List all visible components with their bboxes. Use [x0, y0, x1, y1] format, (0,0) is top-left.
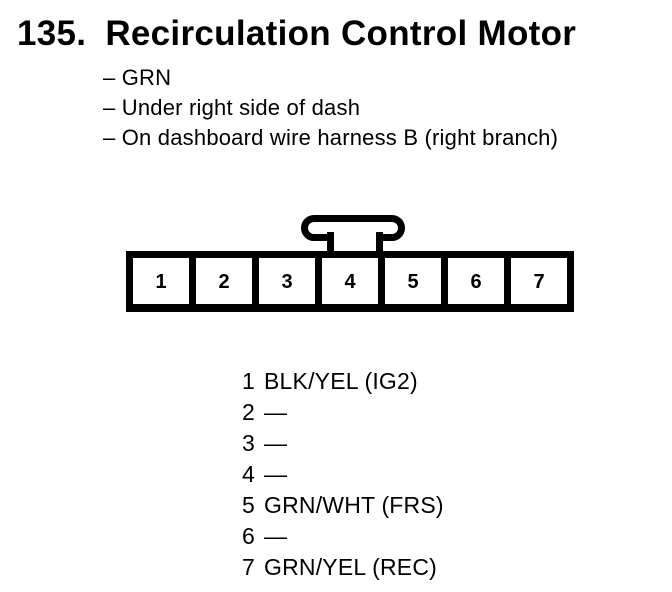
pin-cell-number: 5	[407, 270, 419, 293]
pin-row: 6 —	[242, 521, 444, 552]
pin-row: 7 GRN/YEL (REC)	[242, 552, 444, 583]
pin-wire-label: GRN/YEL (REC)	[264, 554, 437, 580]
pin-row: 5 GRN/WHT (FRS)	[242, 490, 444, 521]
pin-cell: 4	[322, 258, 378, 304]
pin-wire-label: —	[264, 523, 288, 549]
heading-number: 135.	[17, 14, 87, 53]
connector-tab-stem	[327, 232, 383, 253]
heading-title: Recirculation Control Motor	[105, 14, 577, 53]
pin-number: 7	[242, 554, 255, 580]
pin-cell: 6	[448, 258, 504, 304]
pin-wire-label: —	[264, 461, 288, 487]
pin-cell: 2	[196, 258, 252, 304]
pin-cell-number: 2	[218, 270, 230, 293]
pin-row: 3 —	[242, 428, 444, 459]
pin-number: 2	[242, 399, 255, 425]
pin-cell: 3	[259, 258, 315, 304]
pin-number: 6	[242, 523, 255, 549]
pin-wire-label: BLK/YEL (IG2)	[264, 368, 418, 394]
pin-row: 4 —	[242, 459, 444, 490]
pin-list: 1 BLK/YEL (IG2) 2 — 3 — 4 — 5 GRN/WHT (F…	[242, 366, 444, 583]
pin-wire-label: —	[264, 430, 288, 456]
note-line: – On dashboard wire harness B (right bra…	[103, 125, 559, 150]
document-heading: 135. Recirculation Control Motor	[17, 16, 576, 51]
pin-number: 3	[242, 430, 255, 456]
pin-wire-label: —	[264, 399, 288, 425]
pin-row: 2 —	[242, 397, 444, 428]
pin-cell-number: 1	[155, 270, 167, 293]
pin-cell-number: 3	[281, 270, 293, 293]
pin-cell-number: 4	[344, 270, 356, 293]
pin-row: 1 BLK/YEL (IG2)	[242, 366, 444, 397]
pin-number: 1	[242, 368, 255, 394]
pin-number: 5	[242, 492, 255, 518]
pin-cell-number: 7	[533, 270, 545, 293]
pin-cell: 7	[511, 258, 567, 304]
location-notes: – GRN – Under right side of dash – On da…	[103, 63, 558, 153]
pin-cell: 5	[385, 258, 441, 304]
pin-number: 4	[242, 461, 255, 487]
pin-cell-number: 6	[470, 270, 482, 293]
connector-body: 1 2 3 4 5 6 7	[126, 251, 574, 312]
pin-cell: 1	[133, 258, 189, 304]
note-line: – GRN	[103, 65, 172, 90]
note-line: – Under right side of dash	[103, 95, 361, 120]
pin-wire-label: GRN/WHT (FRS)	[264, 492, 444, 518]
